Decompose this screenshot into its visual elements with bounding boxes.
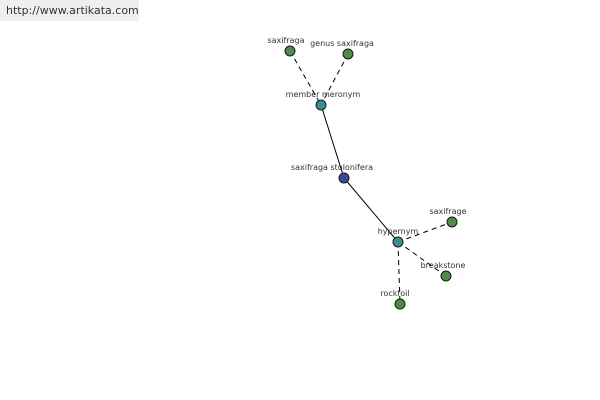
graph-edges [289, 50, 453, 305]
label-hypernym[interactable]: hypernym [378, 227, 419, 236]
edge-hypernym-to-rockfoil [397, 241, 401, 305]
node-genus-saxifraga[interactable] [342, 48, 354, 60]
label-genus-saxifraga[interactable]: genus saxifraga [310, 39, 374, 48]
node-member-meronym[interactable] [315, 99, 327, 111]
edge-member-meronym-to-saxifraga-stolonifera [320, 104, 345, 179]
source-url[interactable]: http://www.artikata.com [0, 0, 139, 21]
graph-labels: saxifraga genus saxifraga member meronym sa… [267, 36, 466, 298]
label-saxifraga[interactable]: saxifraga [267, 36, 304, 45]
edge-genus-saxifraga-to-member-meronym [320, 53, 349, 106]
label-breakstone[interactable]: breakstone [421, 261, 466, 270]
node-saxifraga-stolonifera[interactable] [338, 172, 350, 184]
node-rockfoil[interactable] [394, 298, 406, 310]
edge-hypernym-to-saxifrage [397, 221, 453, 243]
node-saxifraga[interactable] [284, 45, 296, 57]
label-member-meronym[interactable]: member meronym [286, 90, 361, 99]
node-saxifrage[interactable] [446, 216, 458, 228]
edge-saxifraga-to-member-meronym [289, 50, 322, 106]
node-breakstone[interactable] [440, 270, 452, 282]
label-saxifraga-stolonifera[interactable]: saxifraga stolonifera [291, 163, 373, 172]
edge-hypernym-to-breakstone [397, 241, 447, 277]
label-rockfoil[interactable]: rockfoil [380, 289, 409, 298]
node-hypernym[interactable] [392, 236, 404, 248]
label-saxifrage[interactable]: saxifrage [429, 207, 466, 216]
edge-saxifraga-stolonifera-to-hypernym [343, 177, 399, 243]
graph-nodes [284, 45, 458, 310]
